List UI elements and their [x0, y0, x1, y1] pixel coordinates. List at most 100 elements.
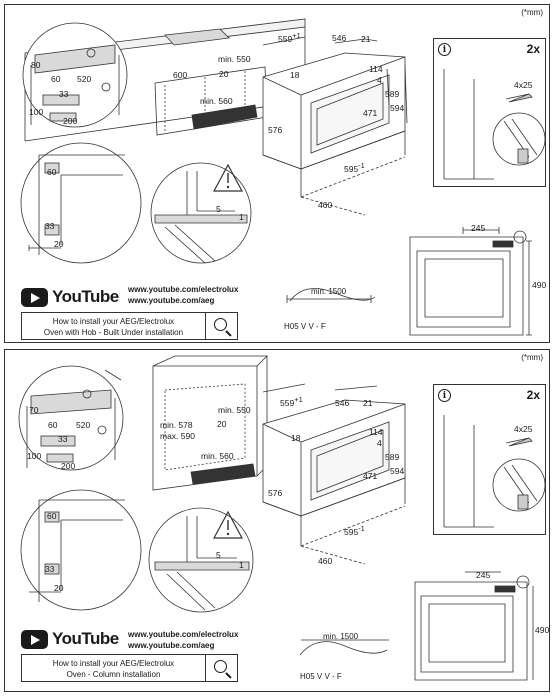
info-icon-2: i — [438, 389, 451, 402]
play-icon-2 — [21, 629, 48, 649]
oven-front-21: 21 — [361, 34, 371, 44]
detail-60-2: 60 — [48, 420, 58, 430]
warning-1: 1 — [239, 212, 244, 222]
niche-max-590: max. 590 — [160, 431, 195, 441]
niche-20-2: 20 — [217, 419, 227, 429]
niche-min-550-2: min. 550 — [218, 405, 251, 415]
video-links-2: www.youtube.com/electrolux www.youtube.c… — [128, 629, 238, 651]
niche-20: 20 — [219, 69, 229, 79]
detail-520: 520 — [77, 74, 92, 84]
oven-depth-546: 546 — [332, 33, 347, 43]
door-245: 245 — [471, 223, 486, 233]
oven-front-21-2: 21 — [363, 398, 373, 408]
detail-100: 100 — [29, 107, 44, 117]
built-under-diagram — [20, 18, 545, 336]
detail-70: 70 — [29, 405, 39, 415]
link-electrolux[interactable]: www.youtube.com/electrolux — [128, 285, 239, 294]
corner-33: 33 — [45, 221, 55, 231]
fix-quantity: 2x — [526, 42, 540, 56]
corner-60-2: 60 — [47, 511, 57, 521]
oven-4: 4 — [377, 75, 382, 85]
corner-20-2: 20 — [54, 583, 64, 593]
units-note-2: (*mm) — [521, 353, 543, 362]
link-electrolux-2[interactable]: www.youtube.com/electrolux — [128, 630, 239, 639]
niche-min-550: min. 550 — [218, 54, 251, 64]
detail-60: 60 — [51, 74, 61, 84]
link-aeg-2[interactable]: www.youtube.com/aeg — [128, 641, 215, 650]
oven-589: 589 — [385, 89, 400, 99]
oven-460-2: 460 — [318, 556, 333, 566]
niche-min-560-2: min. 560 — [201, 451, 234, 461]
fixing-info-box: i 2x 4x25 — [433, 38, 546, 187]
oven-18: 18 — [290, 70, 300, 80]
video-title-line1-2: How to install your AEG/Electrolux — [52, 659, 175, 668]
oven-589-2: 589 — [385, 452, 400, 462]
cable-type: H05 V V - F — [284, 322, 326, 331]
cable-length: min. 1500 — [311, 287, 347, 296]
detail-100-2: 100 — [27, 451, 42, 461]
panel-column: (*mm) min. 550 min. 578 max. 590 20 min.… — [4, 349, 550, 692]
detail-520-2: 520 — [76, 420, 91, 430]
screw-icon — [443, 69, 546, 180]
oven-4-2: 4 — [377, 438, 382, 448]
video-title-box-2[interactable]: How to install your AEG/Electrolux Oven … — [21, 654, 206, 682]
fix-quantity-2: 2x — [526, 388, 540, 402]
door-490: 490 — [532, 280, 547, 290]
link-aeg[interactable]: www.youtube.com/aeg — [128, 296, 215, 305]
video-title-line1: How to install your AEG/Electrolux — [52, 317, 175, 326]
warning-5: 5 — [216, 204, 221, 214]
video-title-box[interactable]: How to install your AEG/Electrolux Oven … — [21, 312, 206, 340]
oven-471-2: 471 — [363, 471, 378, 481]
cable-type-2: H05 V V - F — [300, 672, 342, 681]
cable-length-2: min. 1500 — [323, 632, 359, 641]
video-title-line2: Oven with Hob - Built Under installation — [43, 328, 184, 337]
youtube-logo[interactable]: YouTube — [21, 287, 119, 307]
oven-114: 114 — [369, 64, 383, 74]
corner-33-2: 33 — [45, 564, 55, 574]
niche-600: 600 — [173, 70, 188, 80]
youtube-word: YouTube — [52, 287, 119, 306]
corner-60: 60 — [47, 167, 57, 177]
oven-576: 576 — [268, 125, 283, 135]
oven-595-2: 595-1 — [344, 524, 365, 537]
door-490-2: 490 — [535, 625, 550, 635]
detail-200: 200 — [63, 116, 78, 126]
panel-built-under: (*mm) min. 550 600 20 min. 560 80 60 520… — [4, 4, 550, 343]
oven-576-2: 576 — [268, 488, 283, 498]
door-245-2: 245 — [476, 570, 491, 580]
oven-471: 471 — [363, 108, 378, 118]
oven-18-2: 18 — [291, 433, 301, 443]
info-icon: i — [438, 43, 451, 56]
screw-size: 4x25 — [514, 80, 533, 90]
youtube-word-2: YouTube — [52, 629, 119, 648]
corner-20: 20 — [54, 239, 64, 249]
detail-200-2: 200 — [61, 461, 76, 471]
oven-460: 460 — [318, 200, 333, 210]
detail-33-2: 33 — [58, 434, 68, 444]
video-links: www.youtube.com/electrolux www.youtube.c… — [128, 284, 238, 306]
column-diagram — [18, 355, 534, 681]
oven-width-559-2: 559+1 — [280, 395, 303, 408]
video-title-line2-2: Oven - Column installation — [66, 670, 161, 679]
warning-5-2: 5 — [216, 550, 221, 560]
niche-min-560: min. 560 — [200, 96, 233, 106]
search-icon[interactable] — [205, 312, 238, 340]
niche-min-578: min. 578 — [160, 420, 193, 430]
oven-594: 594 — [390, 103, 405, 113]
oven-114-2: 114 — [369, 427, 383, 437]
play-icon — [21, 287, 48, 307]
oven-595: 595-1 — [344, 161, 365, 174]
oven-depth-546-2: 546 — [335, 398, 350, 408]
warning-1-2: 1 — [239, 560, 244, 570]
units-note: (*mm) — [521, 8, 543, 17]
youtube-logo-2[interactable]: YouTube — [21, 629, 119, 649]
screw-icon-2 — [443, 415, 546, 528]
search-icon-2[interactable] — [205, 654, 238, 682]
screw-size-2: 4x25 — [514, 424, 533, 434]
detail-33: 33 — [59, 89, 69, 99]
fixing-info-box-2: i 2x 4x25 — [433, 384, 546, 535]
detail-80: 80 — [31, 60, 41, 70]
oven-594-2: 594 — [390, 466, 405, 476]
oven-width-559: 559+1 — [278, 31, 301, 44]
